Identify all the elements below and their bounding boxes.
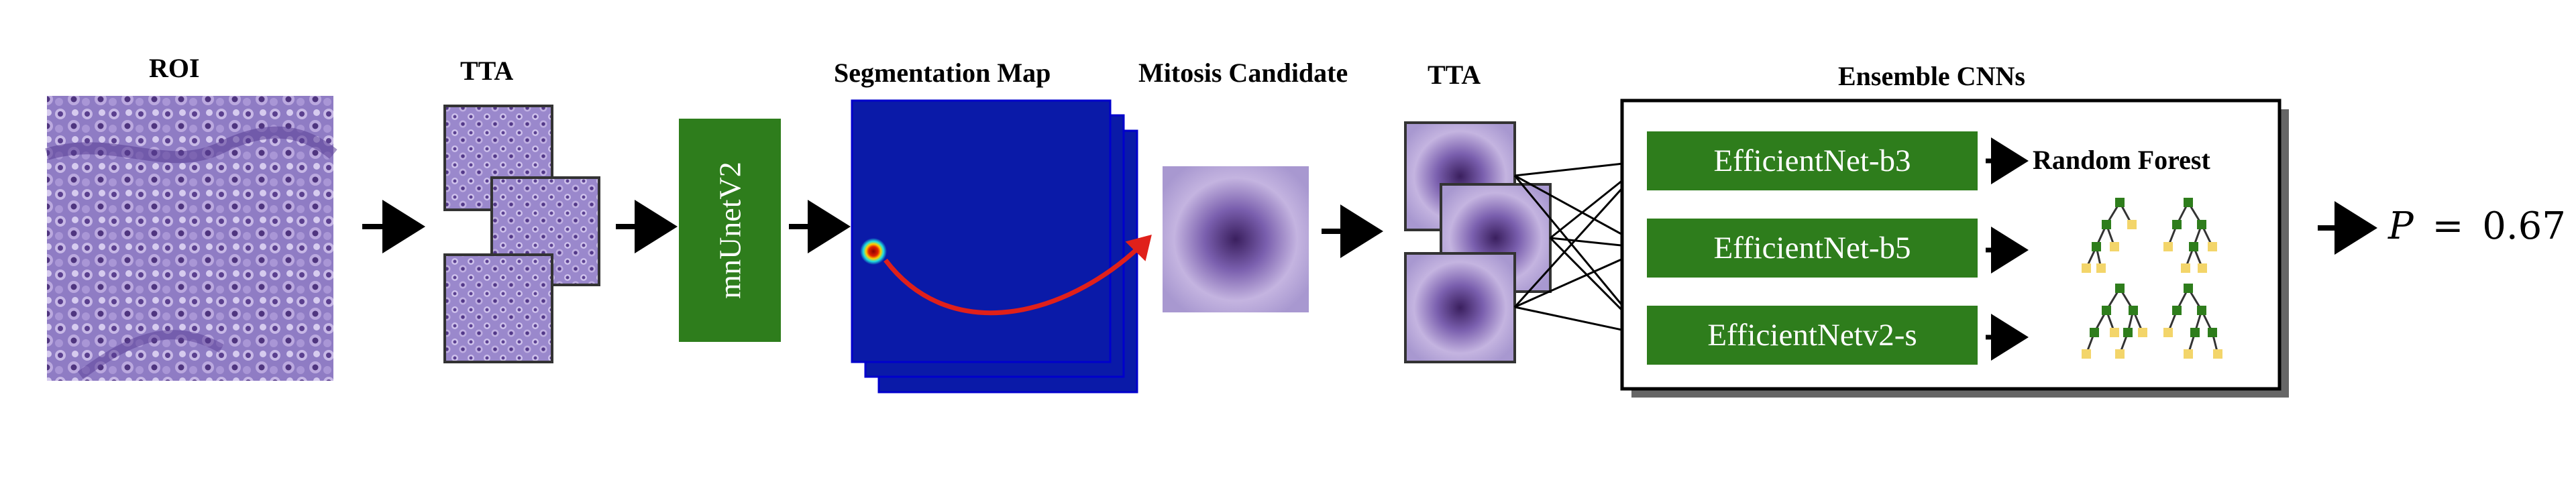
roi-label: ROI <box>149 53 200 83</box>
model-box-efficientnet-b5: EfficientNet-b5 <box>1647 219 1978 278</box>
tta-label-2: TTA <box>1428 60 1481 90</box>
output-probability: P = 0.67 <box>2388 204 2566 248</box>
tta-label: TTA <box>460 56 514 86</box>
model-box-efficientnetv2-s: EfficientNetv2-s <box>1647 306 1978 365</box>
tree-icon <box>2082 198 2137 273</box>
output-equals: = <box>2432 204 2464 248</box>
mitosis-spot <box>860 238 887 265</box>
tree-icon <box>2163 198 2217 273</box>
output-symbol: P <box>2388 204 2414 248</box>
tree-icon <box>2163 284 2222 359</box>
model-name: EfficientNet-b5 <box>1713 231 1911 265</box>
model-name: EfficientNet-b3 <box>1713 143 1911 178</box>
tta-tile <box>443 253 553 363</box>
roi-stroma <box>45 126 337 164</box>
tree-icon <box>2082 284 2147 359</box>
segmentation-label: Segmentation Map <box>834 58 1051 88</box>
roi-stroma <box>77 330 224 379</box>
candidate-label: Mitosis Candidate <box>1138 58 1348 88</box>
segmentation-map <box>851 99 1112 363</box>
model-name: EfficientNetv2-s <box>1707 318 1917 353</box>
candidate-image <box>1163 166 1309 312</box>
ensemble-label: Ensemble CNNs <box>1838 61 2025 91</box>
model-box-efficientnet-b3: EfficientNet-b3 <box>1647 131 1978 190</box>
random-forest-label: Random Forest <box>2033 145 2210 175</box>
model-box: mnUnetV2 <box>679 119 781 342</box>
tta-tile <box>1404 252 1516 363</box>
candidate-arrow <box>883 234 1152 316</box>
output-value: 0.67 <box>2482 204 2566 248</box>
model-label: mnUnetV2 <box>712 162 747 299</box>
